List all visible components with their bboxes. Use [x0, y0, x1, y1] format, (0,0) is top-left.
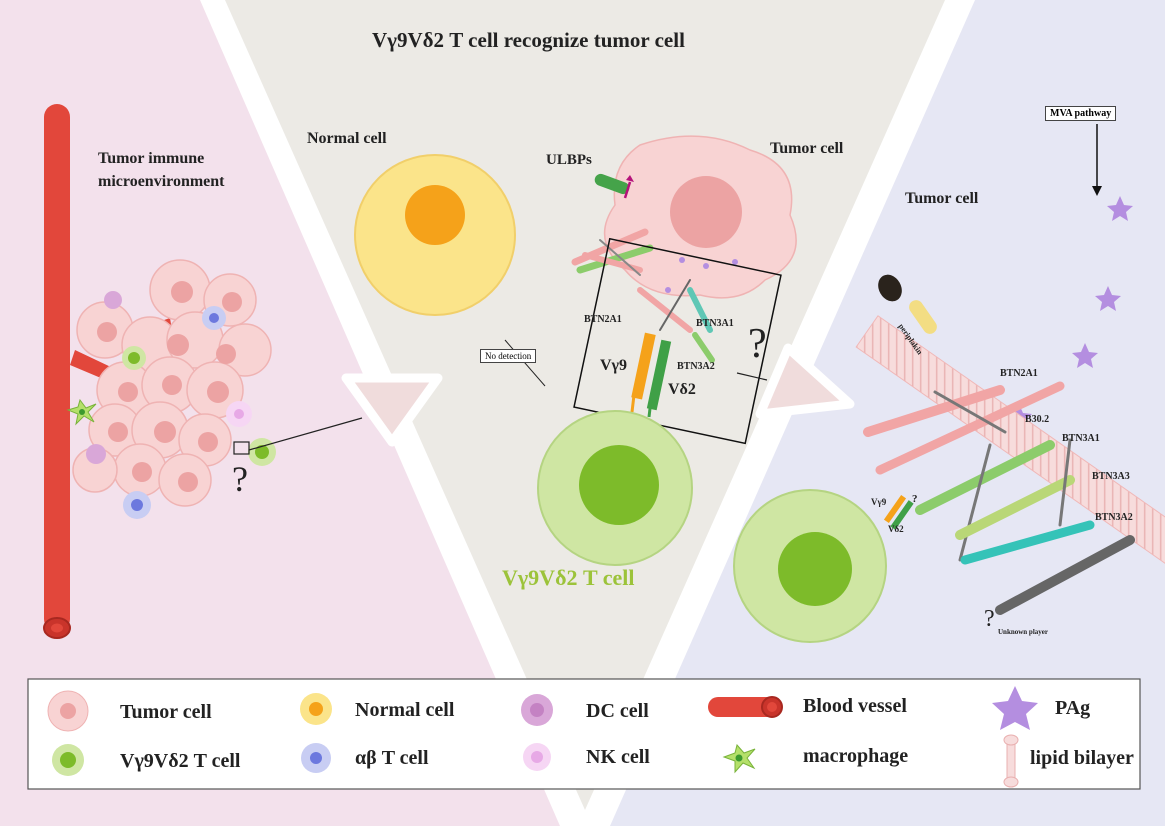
- btn3a3-label-right: BTN3A3: [1092, 471, 1130, 482]
- arrow-triangle-left: [341, 373, 443, 447]
- btn-molecules-center: [571, 228, 715, 363]
- btn3a1-label-center: BTN3A1: [696, 318, 734, 329]
- right-panel-bg: [610, 0, 1165, 826]
- tumor-cell-label-center: Tumor cell: [770, 140, 844, 157]
- legend-blood-vessel: Blood vessel: [803, 695, 907, 717]
- tumor-cell-center: [603, 135, 797, 299]
- left-panel-bg: [0, 0, 560, 826]
- vg9-label-right: Vγ9: [871, 497, 887, 507]
- tme-label-line2: microenvironment: [98, 173, 225, 190]
- ulbps-ligand: [594, 173, 634, 199]
- zoom-box-left: [233, 441, 250, 455]
- tcr-receptor-center: [630, 332, 672, 418]
- tcell-center: [537, 410, 693, 566]
- normal-cell: [354, 154, 516, 316]
- receptor-question-right: ?: [912, 493, 918, 505]
- btn-molecules-right: [863, 381, 1135, 615]
- pag-stars-center: [665, 257, 738, 293]
- legend-lipid-bilayer: lipid bilayer: [1030, 747, 1134, 769]
- btn2a1-label-center: BTN2A1: [584, 314, 622, 325]
- tumor-cell-label-right: Tumor cell: [905, 190, 979, 207]
- btn3a2-label-center: BTN3A2: [677, 361, 715, 372]
- vd2-label-right: Vδ2: [888, 524, 904, 534]
- legend-dc-cell: DC cell: [586, 700, 649, 722]
- mva-arrow: [1092, 124, 1102, 196]
- vg9-label-center: Vγ9: [600, 357, 628, 374]
- legend-box: [27, 678, 1141, 790]
- tme-label-line1: Tumor immune: [98, 150, 205, 167]
- tcell-right: [733, 489, 887, 643]
- btn3a1-label-right: BTN3A1: [1062, 433, 1100, 444]
- mva-pathway-label: MVA pathway: [1045, 106, 1117, 121]
- figure-title: Vγ9Vδ2 T cell recognize tumor cell: [372, 28, 685, 52]
- arrow-triangle-right: [755, 343, 855, 419]
- legend-normal-cell: Normal cell: [355, 699, 455, 721]
- periplakin-blob: [878, 274, 902, 302]
- vd2-label-center: Vδ2: [668, 381, 696, 398]
- no-detection-label: No detection: [480, 349, 537, 363]
- center-question-mark: ?: [748, 321, 767, 367]
- tcr-receptor-right: [883, 494, 914, 530]
- tumor-cluster: [66, 259, 276, 519]
- legend-pag: PAg: [1055, 697, 1091, 719]
- tcell-label-center: Vγ9Vδ2 T cell: [502, 565, 635, 590]
- ulbps-label: ULBPs: [546, 152, 592, 168]
- normal-cell-label: Normal cell: [307, 130, 387, 147]
- btn2a1-label-right: BTN2A1: [1000, 368, 1038, 379]
- legend-icons: [47, 686, 1038, 788]
- unknown-player-question: ?: [984, 606, 995, 632]
- legend-vg9vd2-t-cell: Vγ9Vδ2 T cell: [120, 750, 241, 772]
- b30-2-label: B30.2: [1025, 414, 1050, 425]
- legend-ab-t-cell: αβ T cell: [355, 747, 429, 769]
- legend-tumor-cell: Tumor cell: [120, 701, 212, 723]
- btn3a2-label-right: BTN3A2: [1095, 512, 1133, 523]
- unknown-player-label: Unknown player: [998, 628, 1048, 636]
- legend-macrophage: macrophage: [803, 745, 909, 767]
- left-question-mark: ?: [232, 459, 248, 499]
- legend-nk-cell: NK cell: [586, 746, 650, 768]
